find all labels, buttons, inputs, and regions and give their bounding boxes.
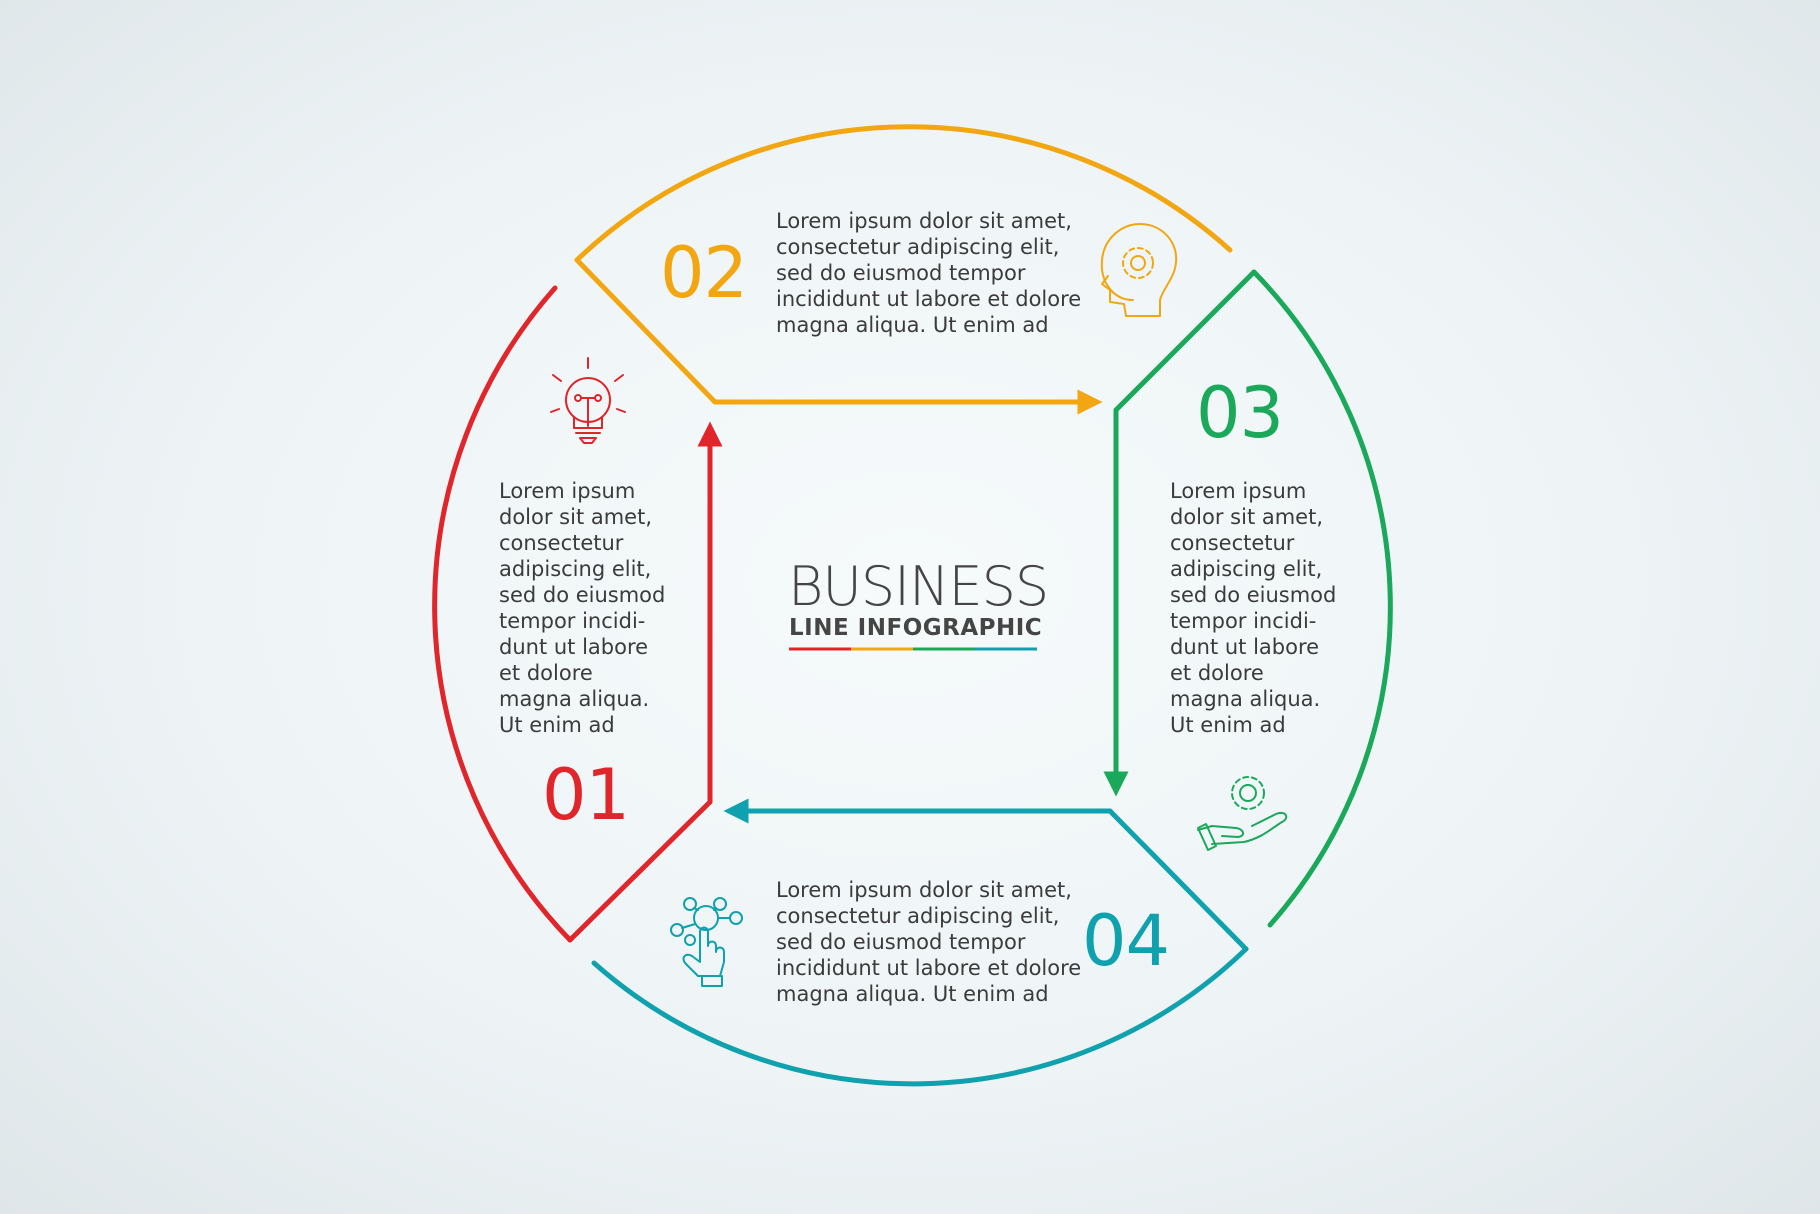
segment-02-chevron [574,257,718,405]
segment-02-arc [574,124,1233,263]
segment-03-arc [1251,269,1393,928]
segment-04 [591,798,1249,1087]
segment-04-chevron [1107,808,1249,952]
step-04-text: Lorem ipsum dolor sit amet, consectetur … [776,878,1082,1006]
title-main: BUSINESS [788,555,1049,618]
step-04-number: 04 [1082,900,1170,982]
step-01-text: Lorem ipsum dolor sit amet, consectetur … [499,479,666,737]
lightbulb-icon [550,357,626,444]
segment-04-arc [591,946,1249,1087]
title-sub: LINE INFOGRAPHIC [789,615,1043,641]
segment-02 [574,124,1233,415]
touch-network-icon [670,897,743,987]
step-03-text: Lorem ipsum dolor sit amet, consectetur … [1170,479,1337,737]
step-02-number: 02 [660,232,748,314]
head-gear-icon [1100,223,1178,317]
step-03-number: 03 [1196,372,1284,454]
segment-01-chevron [567,799,713,943]
segment-01 [432,285,723,943]
segment-03-chevron [1113,269,1257,413]
segment-03 [1103,269,1393,928]
hand-gear-icon [1197,776,1288,851]
step-01-number: 01 [542,754,630,836]
segment-01-arc [432,285,573,943]
step-02-text: Lorem ipsum dolor sit amet, consectetur … [776,209,1082,337]
